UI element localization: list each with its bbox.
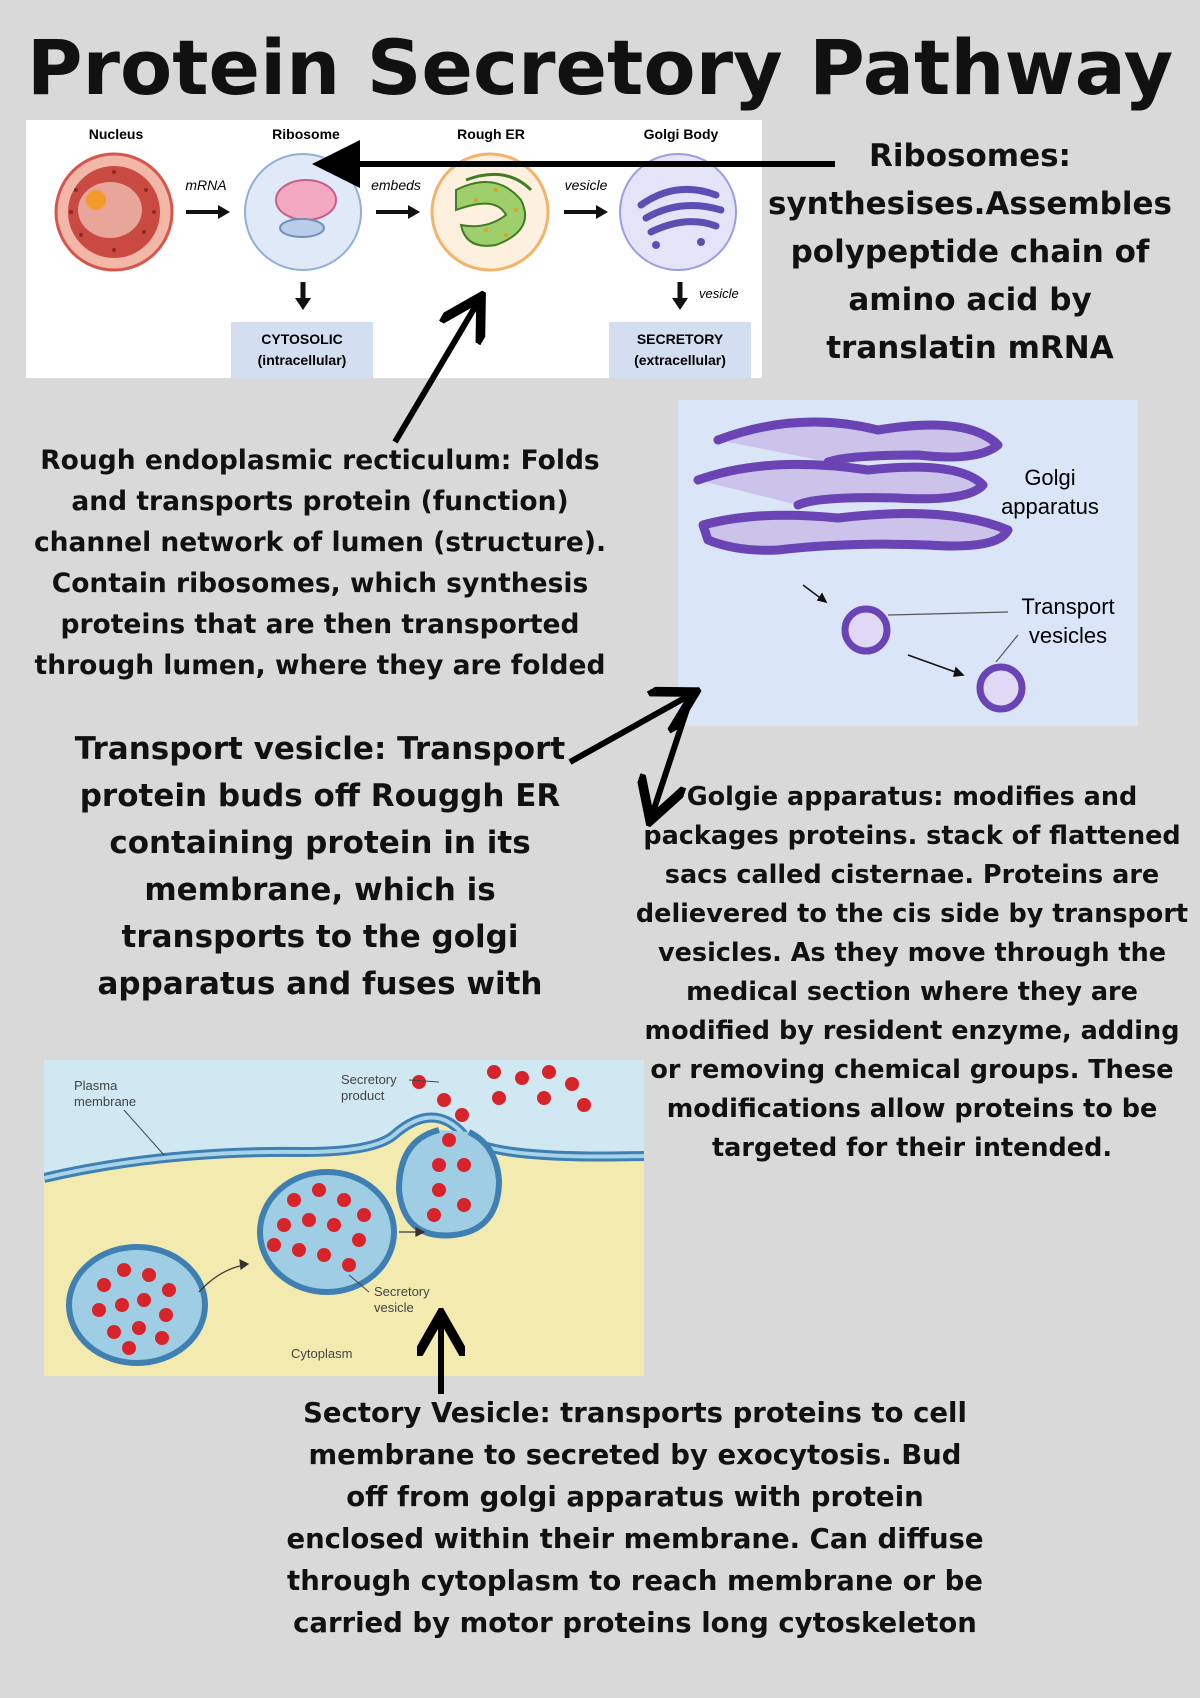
annotation-line: amino acid by xyxy=(848,282,1092,318)
golgi-pointer-arrow xyxy=(652,699,693,815)
svg-text:vesicle: vesicle xyxy=(565,177,608,193)
svg-text:CYTOSOLIC: CYTOSOLIC xyxy=(261,331,342,347)
annotation-line: delievered to the cis side by transport xyxy=(635,899,1189,929)
down-arrow-secretory: vesicle xyxy=(672,282,739,310)
ribosomes-annotation: Ribosomes: synthesises.Assembles polypep… xyxy=(760,132,1180,372)
annotation-line: Golgie apparatus: modifies and xyxy=(686,782,1138,812)
golgi-label-line2: apparatus xyxy=(1001,494,1099,519)
stage-label-nucleus: Nucleus xyxy=(89,126,144,142)
golgi-annotation: Golgie apparatus: modifies and packages … xyxy=(632,778,1192,1168)
golgi-body-image xyxy=(619,153,737,271)
secretory-vesicle-label-line1: Secretory xyxy=(374,1284,430,1299)
svg-text:mRNA: mRNA xyxy=(185,177,226,193)
annotation-line: Ribosomes: xyxy=(869,138,1071,174)
rough-er-image xyxy=(430,152,550,272)
vesicle-label-line2: vesicles xyxy=(1029,623,1107,648)
annotation-line: transports to the golgi xyxy=(121,919,519,955)
secretory-product-label-line1: Secretory xyxy=(341,1072,397,1087)
annotation-line: medical section where they are xyxy=(686,977,1138,1007)
cytoplasm-label: Cytoplasm xyxy=(291,1346,352,1361)
annotation-line: Contain ribosomes, which synthesis xyxy=(51,568,589,599)
annotation-line: packages proteins. stack of flattened xyxy=(643,821,1181,851)
annotation-line: through lumen, where they are folded xyxy=(34,650,606,681)
secretory-vesicle-label-line2: vesicle xyxy=(374,1300,414,1315)
annotation-line: synthesises.Assembles xyxy=(768,186,1172,222)
transport-vesicle-pointer-arrow xyxy=(568,695,690,765)
golgi-label-line1: Golgi xyxy=(1024,465,1075,490)
annotation-line: modifications allow proteins to be xyxy=(666,1094,1158,1124)
annotation-line: enclosed within their membrane. Can diff… xyxy=(286,1523,984,1555)
flow-arrow-mrna: mRNA xyxy=(185,177,230,219)
transport-vesicle-annotation: Transport vesicle: Transport protein bud… xyxy=(55,726,585,1008)
annotation-line: through cytoplasm to reach membrane or b… xyxy=(287,1565,983,1597)
annotation-line: translatin mRNA xyxy=(826,330,1114,366)
stage-label-golgi: Golgi Body xyxy=(644,126,719,142)
plasma-membrane-label-line2: membrane xyxy=(74,1094,136,1109)
annotation-line: carried by motor proteins long cytoskele… xyxy=(293,1607,977,1639)
annotation-line: Transport vesicle: Transport xyxy=(74,731,566,767)
svg-text:vesicle: vesicle xyxy=(699,286,739,301)
svg-text:embeds: embeds xyxy=(371,177,421,193)
annotation-line: vesicles. As they move through the xyxy=(657,938,1167,968)
flow-arrow-vesicle: vesicle xyxy=(564,177,608,219)
vesicle-movement-arrows xyxy=(198,1227,426,1293)
annotation-line: Rough endoplasmic recticulum: Folds xyxy=(40,445,600,476)
vesicle-motion-arrows xyxy=(802,584,965,677)
stage-label-rough-er: Rough ER xyxy=(457,126,525,142)
svg-text:(intracellular): (intracellular) xyxy=(258,352,347,368)
annotation-line: and transports protein (function) xyxy=(71,486,569,517)
annotation-line: protein buds off Rouggh ER xyxy=(79,778,561,814)
golgi-cisternae-image xyxy=(693,417,1013,555)
svg-text:(extracellular): (extracellular) xyxy=(634,352,726,368)
annotation-line: off from golgi apparatus with protein xyxy=(346,1481,924,1513)
annotation-line: or removing chemical groups. These xyxy=(650,1055,1174,1085)
annotation-line: membrane to secreted by exocytosis. Bud xyxy=(308,1439,962,1471)
secretory-product-particles xyxy=(92,1065,591,1355)
rough-er-pointer-arrow xyxy=(392,302,478,444)
flow-arrow-embeds: embeds xyxy=(371,177,421,219)
annotation-line: targeted for their intended. xyxy=(711,1133,1113,1163)
vesicle-label-line1: Transport xyxy=(1021,594,1114,619)
annotation-line: apparatus and fuses with xyxy=(97,966,543,1002)
annotation-line: membrane, which is xyxy=(144,872,496,908)
annotation-line: modified by resident enzyme, adding xyxy=(644,1016,1180,1046)
annotation-line: polypeptide chain of xyxy=(790,234,1150,270)
transport-vesicle-image xyxy=(841,605,1026,713)
down-arrow-cytosolic xyxy=(295,282,311,310)
golgi-apparatus-diagram: Golgi apparatus Transport vesicles xyxy=(678,400,1138,726)
stage-label-ribosome: Ribosome xyxy=(272,126,340,142)
nucleus-cell-image xyxy=(54,152,174,272)
annotation-line: channel network of lumen (structure). xyxy=(33,527,607,558)
annotation-line: containing protein in its xyxy=(109,825,531,861)
secretory-vesicle-annotation: Sectory Vesicle: transports proteins to … xyxy=(285,1392,985,1644)
plasma-membrane-label-line1: Plasma xyxy=(74,1078,118,1093)
page-title: Protein Secretory Pathway xyxy=(26,23,1174,112)
exocytosis-diagram: Plasma membrane Secretory product Secret… xyxy=(44,1060,644,1376)
secretory-box: SECRETORY (extracellular) xyxy=(609,322,751,378)
annotation-line: proteins that are then transported xyxy=(60,609,580,640)
cytosolic-box: CYTOSOLIC (intracellular) xyxy=(231,322,373,378)
annotation-line: Sectory Vesicle: transports proteins to … xyxy=(303,1397,967,1429)
secretory-product-label-line2: product xyxy=(341,1088,385,1103)
rough-er-annotation: Rough endoplasmic recticulum: Folds and … xyxy=(30,440,610,686)
svg-text:SECRETORY: SECRETORY xyxy=(637,331,724,347)
annotation-line: sacs called cisternae. Proteins are xyxy=(664,860,1160,890)
